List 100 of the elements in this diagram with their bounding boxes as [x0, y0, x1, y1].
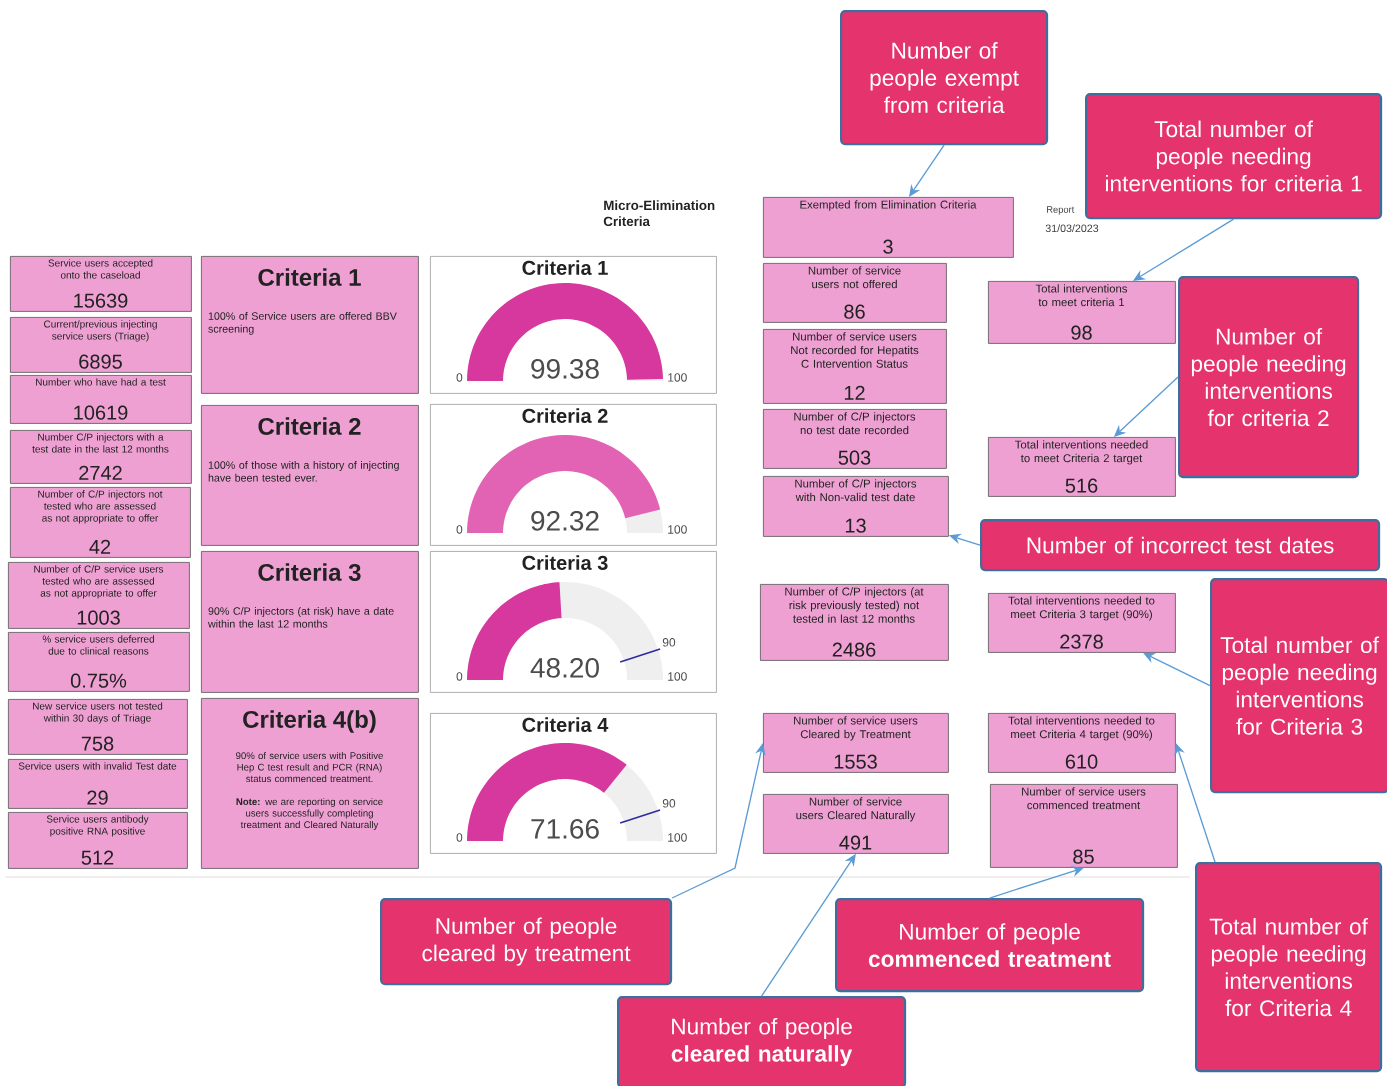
- card-label: Number of C/P injectors with Non-valid test date: [795, 479, 917, 502]
- card-value: 42: [89, 539, 111, 554]
- gauge-target: 90: [662, 638, 676, 647]
- callout-box: Number of people cleared by treatment: [380, 898, 673, 986]
- card-value: 12: [844, 385, 865, 400]
- criteria-text: 90% C/P injectors (at risk) have a date within the last 12 months: [208, 607, 394, 628]
- criteria-card: [201, 405, 419, 546]
- card-value: 1553: [834, 754, 877, 769]
- criteria-heading: Criteria 1: [258, 268, 361, 286]
- callout-box: Total number of people needing interventions for criteria 1: [1085, 93, 1383, 220]
- card-label: Number of service users not offered: [808, 266, 901, 289]
- date-label: 31/03/2023: [1045, 224, 1099, 233]
- gauge-title: Criteria 2: [522, 408, 608, 423]
- card-label: Total interventions needed to meet Criteria 3 target (90%): [1008, 596, 1155, 621]
- card-label: New service users not tested within 30 days of Triage: [33, 702, 163, 724]
- card-value: 2486: [832, 642, 876, 657]
- stat-card: [763, 197, 1014, 258]
- card-value: 516: [1065, 478, 1098, 493]
- criteria-heading: Criteria 4(b): [243, 710, 376, 733]
- card-label: Number of C/P injectors not tested who are assessed as not appropriate to offer: [38, 490, 163, 524]
- gauge-value: 48.20: [530, 657, 599, 678]
- stat-card: [760, 584, 949, 661]
- stat-card: [988, 713, 1176, 773]
- gauge-title: Criteria 1: [522, 260, 608, 275]
- gauge-title: Criteria 3: [522, 555, 608, 570]
- card-label: Number of service users Not recorded for Hepatits C Intervention Status: [791, 332, 919, 368]
- card-value: 98: [1071, 325, 1092, 340]
- gauge-min: 0: [456, 525, 463, 534]
- criteria-card: [201, 256, 419, 394]
- gauge-panel: [430, 404, 717, 546]
- card-label: Service users with invalid Test date: [18, 762, 177, 770]
- report-label: Report: [1047, 206, 1075, 215]
- callout-box: Number of people cleared naturally: [617, 996, 907, 1086]
- callout-box: Total number of people needing interventions for Criteria 3: [1210, 578, 1387, 794]
- callout-box: Number of incorrect test dates: [980, 519, 1381, 572]
- card-label: Number who have had a test: [36, 378, 166, 386]
- gauge-value: 99.38: [531, 358, 599, 379]
- callout-box: Number of people exempt from criteria: [840, 10, 1049, 146]
- stat-card: [988, 593, 1176, 653]
- gauge-panel: [430, 551, 717, 693]
- stat-card: [990, 784, 1178, 868]
- stat-card: [988, 437, 1176, 497]
- criteria-text: 100% of those with a history of injecting have been tested ever.: [208, 461, 399, 482]
- stat-card: [763, 713, 949, 773]
- stat-card: [763, 794, 949, 854]
- card-value: 86: [844, 304, 865, 319]
- gauge-min: 0: [456, 672, 463, 681]
- criteria-text: Note: we are reporting on service users successfully completing treatment and Cleared Naturally: [236, 798, 383, 830]
- gauge-min: 0: [456, 373, 463, 382]
- card-value: 758: [81, 736, 114, 751]
- card-value: 15639: [74, 293, 128, 308]
- stat-card: [8, 812, 188, 869]
- card-value: 10619: [74, 405, 128, 420]
- card-value: 503: [838, 450, 871, 465]
- gauge-min: 0: [456, 833, 463, 842]
- stat-card: [10, 256, 192, 312]
- stat-card: [10, 487, 191, 558]
- criteria-heading: Criteria 3: [258, 563, 361, 581]
- stat-card: [8, 562, 190, 629]
- stat-card: [8, 759, 188, 809]
- card-label: Number of C/P injectors no test date recorded: [794, 412, 916, 435]
- criteria-card: [201, 551, 419, 693]
- card-value: 610: [1065, 754, 1098, 769]
- card-label: Number of service users commenced treatment: [1022, 787, 1146, 810]
- criteria-text: 100% of Service users are offered BBV screening: [208, 312, 397, 335]
- card-value: 512: [81, 850, 114, 865]
- callout-box: Number of people needing interventions for criteria 2: [1178, 276, 1360, 479]
- card-value: 13: [845, 518, 866, 533]
- gauge-title: Criteria 4: [522, 717, 609, 732]
- gauge-max: 100: [668, 373, 687, 382]
- stat-card: [10, 375, 192, 424]
- card-value: 0.75%: [70, 673, 127, 688]
- stat-card: [10, 430, 192, 484]
- card-value: 6895: [79, 354, 122, 369]
- gauge-value: 71.66: [531, 818, 599, 839]
- card-label: Number of C/P service users tested who are assessed as not appropriate to offer: [34, 565, 164, 599]
- card-label: Total interventions to meet criteria 1: [1035, 284, 1128, 307]
- card-value: 2378: [1060, 634, 1103, 649]
- stat-card: [763, 329, 947, 404]
- card-label: Total interventions needed to meet Criteria 2 target: [1015, 440, 1148, 465]
- gauge-value: 92.32: [531, 510, 599, 531]
- gauge-panel: [430, 713, 717, 854]
- card-label: Current/previous injecting service users (Triage): [44, 320, 157, 342]
- gauge-panel: [430, 256, 717, 394]
- stat-card: [763, 263, 947, 323]
- gauge-max: 100: [668, 672, 687, 681]
- stat-card: [8, 699, 188, 755]
- card-value: 1003: [77, 610, 120, 625]
- callout-box: Number of people commenced treatment: [835, 898, 1145, 993]
- card-label: Number C/P injectors with a test date in the last 12 months: [32, 433, 169, 453]
- stat-card: [8, 632, 190, 692]
- card-value: 3: [883, 239, 893, 254]
- card-value: 29: [87, 790, 108, 805]
- criteria-heading: Criteria 2: [258, 417, 361, 435]
- stat-card: [988, 281, 1176, 344]
- arrow: [909, 144, 945, 197]
- card-label: Service users antibody positive RNA positive: [46, 815, 149, 837]
- criteria-card: [201, 698, 419, 869]
- gauge-max: 100: [668, 525, 687, 534]
- card-label: Total interventions needed to meet Criteria 4 target (90%): [1008, 716, 1155, 741]
